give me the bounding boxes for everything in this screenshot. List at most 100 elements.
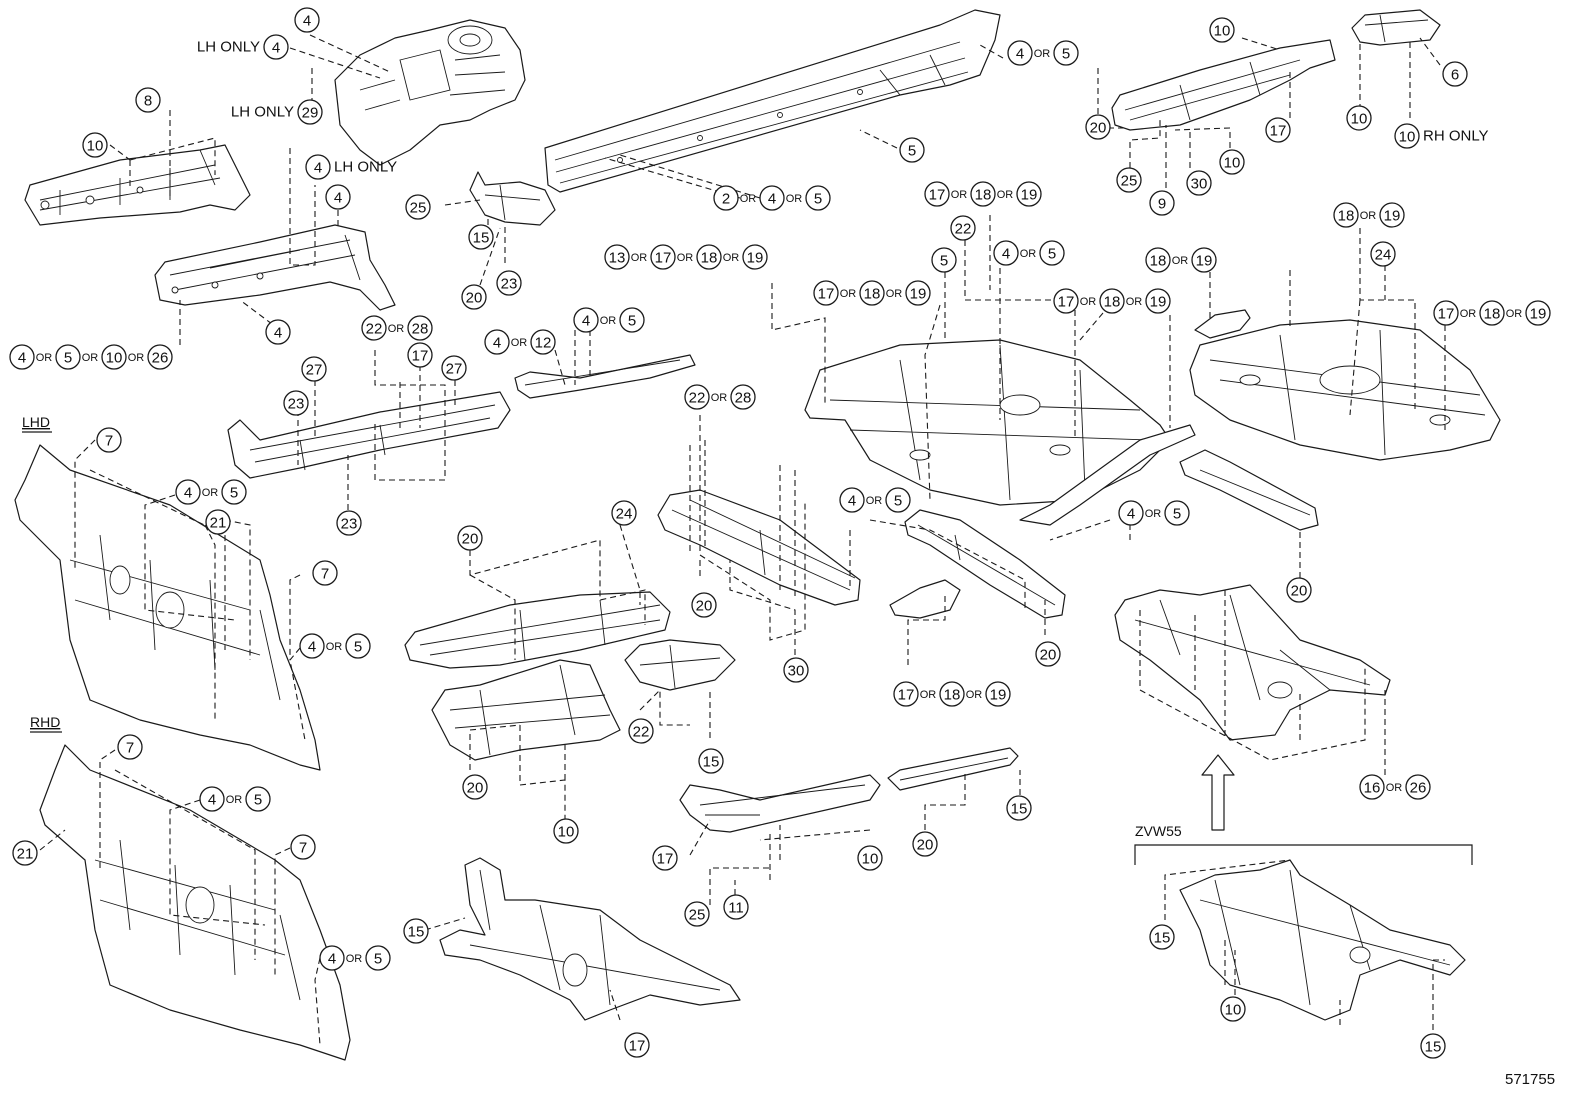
part-number: 20: [696, 598, 713, 615]
callout-circle: [1016, 181, 1042, 207]
callout-circle: [319, 945, 345, 971]
callout-20: 20: [1085, 114, 1111, 140]
or-separator: OR: [1034, 48, 1051, 60]
or-separator: OR: [1360, 210, 1377, 222]
floor-crossmember-front-part: [227, 391, 511, 479]
callout-circle: [1145, 288, 1171, 314]
callout-circle: [611, 500, 637, 526]
or-separator: OR: [511, 337, 528, 349]
callout-27: 27: [301, 356, 327, 382]
floor-center-crossmember-part: [657, 489, 861, 606]
callout-25: 25: [684, 901, 710, 927]
callout-circle: [993, 240, 1019, 266]
callout-circle: [1333, 202, 1359, 228]
callout-circle: [698, 748, 724, 774]
callout-circle: [407, 315, 433, 341]
part-number: 17: [898, 687, 915, 704]
callout-circle: [573, 307, 599, 333]
callout-circle: [805, 185, 831, 211]
callout-15: 15: [1420, 1033, 1446, 1059]
part-number: 18: [1150, 253, 1167, 270]
callout-10: 10: [1209, 17, 1235, 43]
part-number: 19: [1196, 253, 1213, 270]
callout-circle: [1405, 774, 1431, 800]
callout-circle: [912, 831, 938, 857]
callout-circle: [82, 132, 108, 158]
or-separator: OR: [226, 794, 243, 806]
callout-25: 25: [405, 194, 431, 220]
or-separator: OR: [1386, 782, 1403, 794]
part-number: 6: [1451, 67, 1459, 84]
floor-tunnel-part: [404, 591, 671, 669]
callout-circle: [684, 384, 710, 410]
part-number: 15: [408, 924, 425, 941]
callout-circle: [96, 427, 122, 453]
part-number: 10: [862, 851, 879, 868]
part-number: 4: [493, 335, 501, 352]
part-number: 10: [1214, 23, 1231, 40]
callout-23: 23: [336, 510, 362, 536]
or-separator: OR: [1126, 296, 1143, 308]
callout-circle: [1265, 117, 1291, 143]
part-number: 12: [535, 335, 552, 352]
or-separator: OR: [920, 689, 937, 701]
part-number: 5: [908, 143, 916, 160]
part-number: 5: [1173, 506, 1181, 523]
callout-circle: [723, 894, 749, 920]
callout-10: 10: [857, 845, 883, 871]
callout-circle: [1394, 123, 1420, 149]
callout-circle: [265, 319, 291, 345]
part-number: 4: [272, 40, 280, 57]
or-separator: OR: [631, 252, 648, 264]
part-number: 5: [894, 493, 902, 510]
part-number: 17: [1270, 123, 1287, 140]
callout-6: 6: [1442, 61, 1468, 87]
part-number: 4: [848, 493, 856, 510]
part-number: 22: [955, 221, 972, 238]
or-separator: OR: [1460, 308, 1477, 320]
callout-30: 30: [1186, 170, 1212, 196]
callout-circle: [245, 786, 271, 812]
dash-panel-lhd-part: [14, 444, 321, 771]
or-separator: OR: [840, 288, 857, 300]
part-number: 19: [1384, 208, 1401, 225]
part-number: 22: [366, 321, 383, 338]
part-number: 5: [1062, 46, 1070, 63]
part-number: 15: [1011, 801, 1028, 818]
callout-circle: [783, 657, 809, 683]
callout-circle: [1039, 240, 1065, 266]
or-separator: OR: [997, 189, 1014, 201]
callout-circle: [1479, 300, 1505, 326]
callout-circle: [336, 510, 362, 536]
callout-23: 23: [283, 390, 309, 416]
front-crossmember-part: [431, 659, 621, 761]
part-number: 5: [374, 951, 382, 968]
callout-circle: [461, 284, 487, 310]
callout-10: 10: [1346, 105, 1372, 131]
part-number: 10: [558, 824, 575, 841]
small-rail-part: [887, 747, 1019, 791]
callout-4: 4: [325, 184, 351, 210]
part-number: 2: [722, 191, 730, 208]
callout-note: LH ONLY: [334, 159, 397, 176]
callout-circle: [1118, 500, 1144, 526]
or-separator: OR: [1506, 308, 1523, 320]
callout-circle: [1116, 167, 1142, 193]
callout-circle: [652, 845, 678, 871]
callout-circle: [924, 181, 950, 207]
rocker-side-sill-part: [544, 9, 1001, 193]
part-number: 10: [1351, 111, 1368, 128]
part-number: 7: [105, 433, 113, 450]
or-separator: OR: [202, 487, 219, 499]
part-number: 21: [17, 846, 34, 863]
part-number: 5: [354, 639, 362, 656]
callout-27: 27: [441, 355, 467, 381]
